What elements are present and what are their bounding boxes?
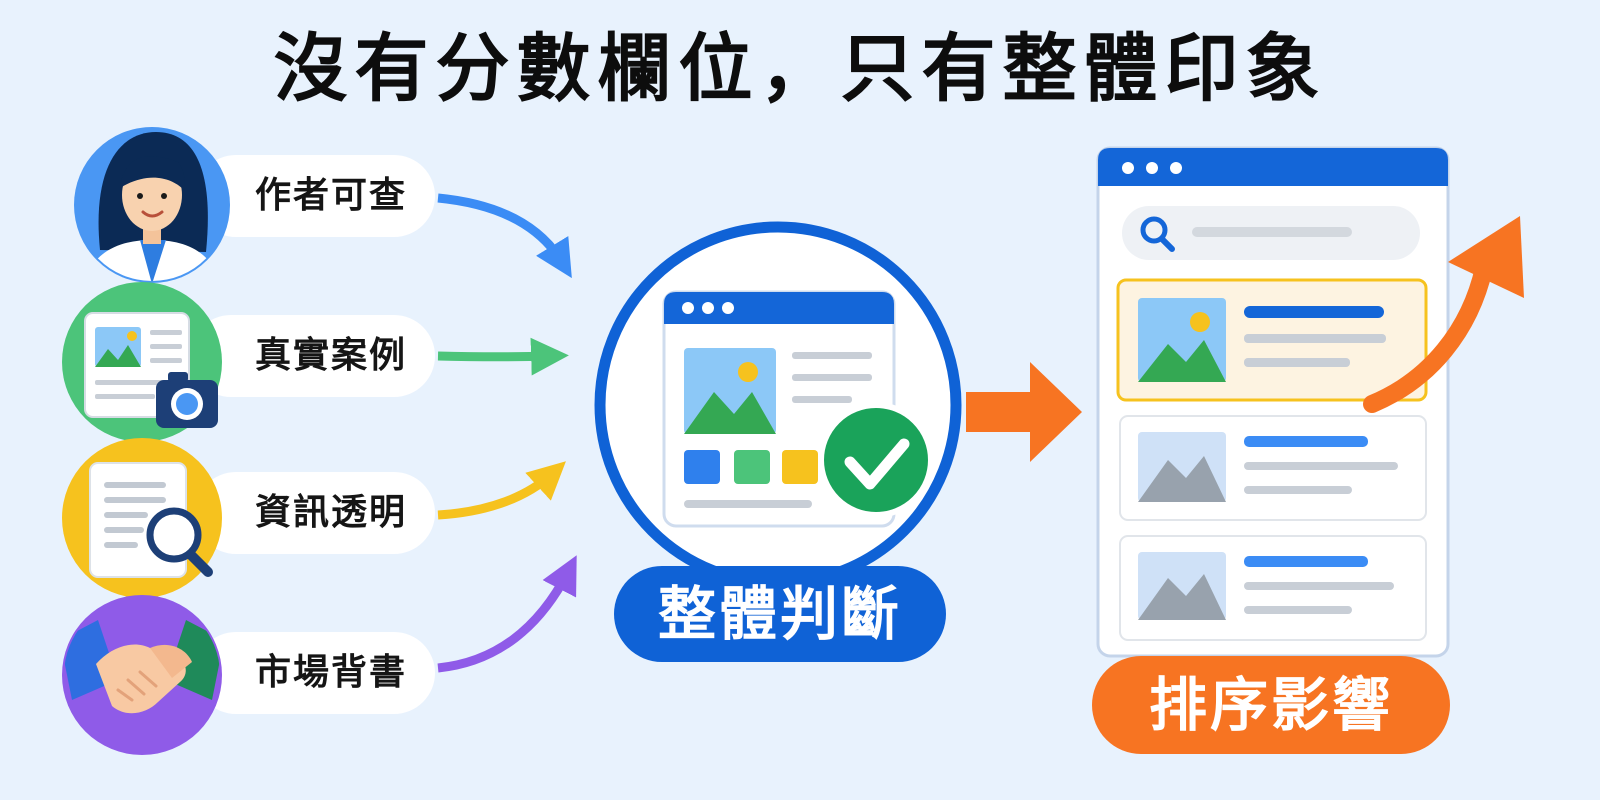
arrow-signal-4: [437, 555, 577, 673]
result-label: 排序影響: [1148, 671, 1393, 739]
signal-label-3: 資訊透明: [255, 492, 408, 533]
arrow-signal-3: [437, 461, 566, 520]
signal-pill-4: [195, 632, 435, 714]
signal-label-1: 作者可查: [255, 175, 408, 216]
search-results-window-icon: [1096, 146, 1450, 658]
signal-pill-3: [195, 472, 435, 554]
arrow-signal-1: [437, 193, 572, 279]
webpage-checkmark-icon: [594, 221, 962, 589]
signal-pill-2: [190, 315, 435, 397]
up-trend-arrow-icon: [1363, 216, 1524, 413]
signal-pill-1: [195, 155, 435, 237]
signal-label-2: 真實案例: [255, 335, 408, 376]
signal-label-4: 市場背書: [255, 652, 408, 693]
photo-document-camera-icon: [62, 282, 222, 442]
page-title: 沒有分數欄位，只有整體印象: [273, 26, 1327, 112]
center-label: 整體判斷: [657, 580, 902, 648]
handshake-icon: [62, 595, 222, 755]
doctor-avatar-icon: [74, 127, 230, 283]
arrow-to-results: [966, 362, 1082, 462]
document-magnifier-icon: [62, 438, 222, 598]
arrow-signal-2: [437, 337, 569, 376]
result-label-pill: [1092, 656, 1450, 754]
center-label-pill: [614, 566, 946, 662]
